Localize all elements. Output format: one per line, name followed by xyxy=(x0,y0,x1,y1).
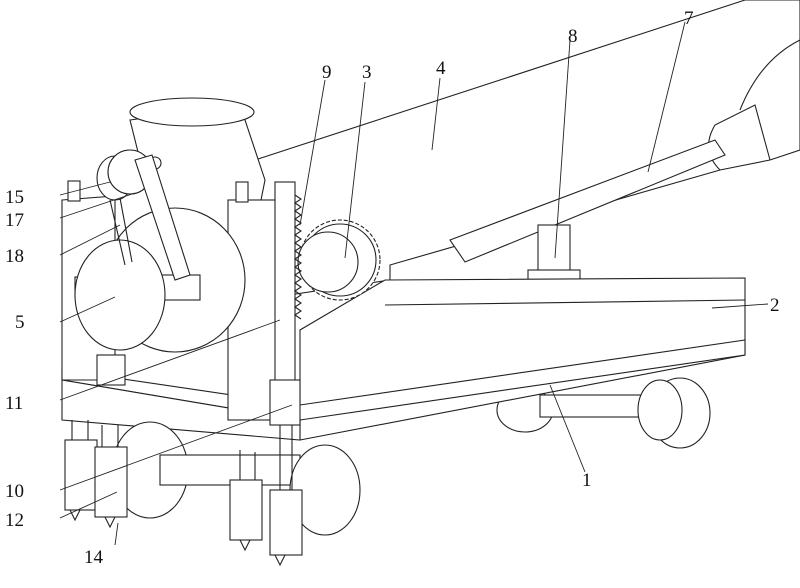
rack-column xyxy=(269,181,302,426)
label-17: 17 xyxy=(5,210,24,231)
label-1: 1 xyxy=(582,470,592,491)
label-2: 2 xyxy=(770,295,780,316)
label-4: 4 xyxy=(436,58,446,79)
leader-lines xyxy=(59,21,769,546)
gear-3 xyxy=(297,219,381,301)
label-14: 14 xyxy=(84,547,104,568)
ground-spikes xyxy=(64,420,303,567)
label-18: 18 xyxy=(5,246,24,267)
belt-drive xyxy=(96,149,191,281)
rear-wheel-right xyxy=(496,377,711,449)
label-7: 7 xyxy=(684,8,694,29)
label-10: 10 xyxy=(5,481,24,502)
label-11: 11 xyxy=(5,393,23,414)
label-3: 3 xyxy=(362,62,372,83)
label-12: 12 xyxy=(5,510,24,531)
label-9: 9 xyxy=(322,62,332,83)
label-5: 5 xyxy=(15,312,25,333)
label-8: 8 xyxy=(568,26,578,47)
label-15: 15 xyxy=(5,187,24,208)
